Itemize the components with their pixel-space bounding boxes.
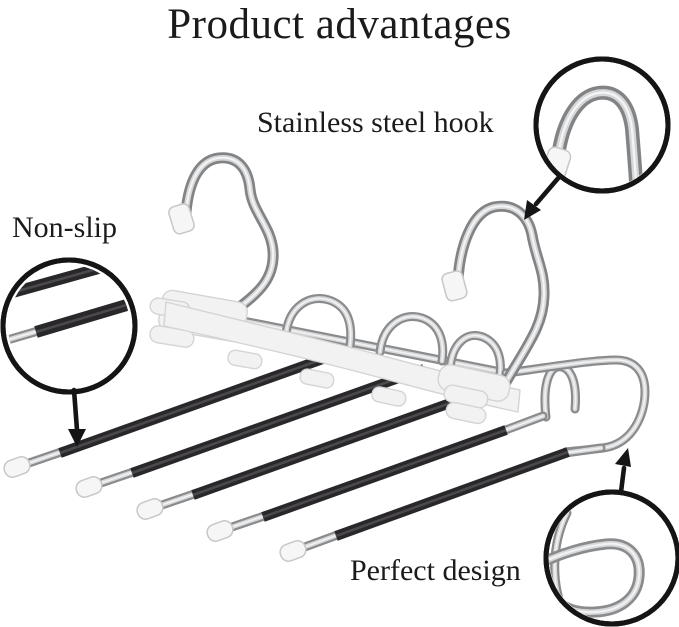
rod-end-cap (279, 540, 307, 562)
rod-end-cap (136, 498, 164, 520)
design-callout-circle (543, 489, 679, 627)
page-title: Product advantages (167, 1, 512, 48)
rod-end-cap (3, 456, 31, 478)
left-hook (168, 158, 273, 310)
right-hook (441, 206, 544, 382)
design-annotation-label: Perfect design (350, 554, 521, 587)
nonslip-annotation-label: Non-slip (12, 211, 117, 244)
nonslip-callout-arrow-icon (68, 387, 86, 447)
rod-end-cap (75, 476, 103, 498)
nonslip-callout-circle (0, 257, 138, 395)
hook-callout-arrow-icon (524, 173, 563, 220)
rod-end-cap (206, 520, 234, 542)
right-hook-cap (441, 270, 468, 302)
left-hook-cap (168, 203, 195, 235)
hook-callout-circle (533, 56, 671, 194)
hanger-frame (149, 289, 521, 425)
trouser-rods (3, 350, 601, 562)
design-callout-arrow-icon (615, 448, 631, 495)
hook-annotation-label: Stainless steel hook (257, 106, 494, 139)
